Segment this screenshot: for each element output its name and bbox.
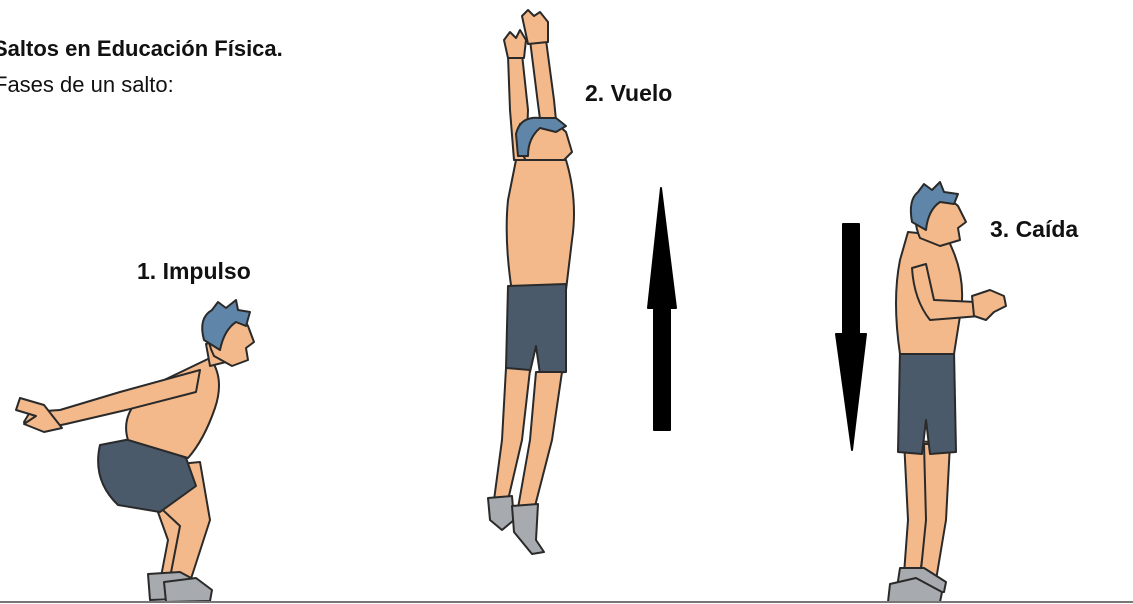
flight-hand-left bbox=[503, 29, 527, 59]
landing-hair bbox=[909, 181, 959, 231]
impulse-hair bbox=[201, 299, 251, 351]
flight-torso bbox=[505, 159, 575, 293]
diagram-title: Saltos en Educación Física. bbox=[0, 36, 283, 61]
flight-hair bbox=[515, 116, 567, 157]
flight-hand-right bbox=[521, 9, 549, 45]
landing-hand bbox=[971, 289, 1007, 321]
impulse-shorts bbox=[97, 437, 197, 513]
down-arrow bbox=[835, 223, 867, 451]
flight-shorts bbox=[505, 283, 567, 375]
landing-shorts bbox=[897, 349, 957, 455]
phase-label-impulse: 1. Impulso bbox=[137, 258, 251, 284]
impulse-torso bbox=[125, 357, 220, 459]
impulse-shoe-front bbox=[163, 577, 213, 603]
figure-flight bbox=[487, 9, 575, 555]
phase-label-landing: 3. Caída bbox=[990, 216, 1079, 242]
figure-landing bbox=[887, 181, 1007, 603]
landing-arm bbox=[911, 263, 981, 321]
landing-shoe-front bbox=[887, 577, 943, 603]
diagram-subtitle: Fases de un salto: bbox=[0, 72, 174, 97]
flight-shoe-left bbox=[487, 495, 515, 531]
figure-impulse bbox=[15, 299, 255, 603]
impulse-hand bbox=[15, 397, 63, 433]
phase-label-flight: 2. Vuelo bbox=[585, 80, 673, 106]
flight-shoe-right bbox=[511, 503, 545, 555]
up-arrow bbox=[647, 187, 677, 431]
